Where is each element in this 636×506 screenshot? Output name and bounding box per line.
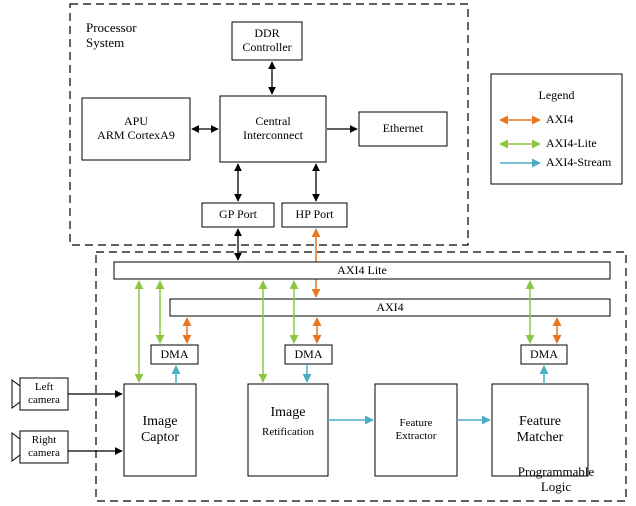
ethernet-box [358, 111, 448, 147]
feature-matcher-box [491, 383, 589, 477]
processor-system-region [69, 3, 469, 246]
right-camera-box [19, 430, 69, 464]
left-camera-box [19, 377, 69, 411]
hp-port-box [281, 202, 348, 228]
axi4-lite-bus-label: AXI4 Lite [337, 262, 387, 277]
hp-port-label: HP Port [295, 207, 334, 222]
dma-label-2: DMA [294, 346, 323, 361]
left-camera-icon [11, 379, 21, 409]
apu-box [81, 97, 191, 161]
programmable-logic-region [95, 251, 627, 502]
image-captor-box [123, 383, 197, 477]
legend-axi4-label: AXI4 [546, 112, 574, 127]
dma-box-3 [520, 344, 568, 365]
image-captor-label: Image Captor [140, 413, 180, 445]
legend-title: Legend [538, 88, 575, 103]
apu-label: APU ARM CortexA9 [97, 114, 175, 142]
legend-box [490, 73, 623, 185]
programmable-logic-title: Programmable Logic [517, 464, 595, 494]
right-camera-icon [11, 432, 21, 462]
gp-port-label: GP Port [219, 207, 257, 222]
ethernet-label: Ethernet [382, 121, 424, 136]
ddr-controller-label: DDR Controller [242, 26, 292, 54]
dma-box-2 [284, 344, 333, 365]
dma-label-1: DMA [160, 346, 189, 361]
feature-extractor-label: Feature Extractor [395, 417, 437, 442]
dma-box-1 [150, 344, 199, 365]
legend-axi4-lite-label: AXI4-Lite [546, 136, 597, 151]
image-rectification-label-bottom: Retification [262, 425, 314, 438]
central-interconnect-box [219, 95, 327, 163]
right-camera-label: Right camera [28, 434, 60, 459]
central-interconnect-label: Central Interconnect [243, 114, 303, 142]
feature-matcher-label: Feature Matcher [516, 413, 564, 445]
feature-extractor-box [374, 383, 458, 477]
ddr-controller-box [231, 21, 303, 61]
gp-port-box [201, 202, 275, 228]
axi4-bus-label: AXI4 [376, 299, 404, 314]
dma-label-3: DMA [529, 346, 558, 361]
axi4-lite-bus [113, 261, 611, 280]
image-rectification-box [247, 383, 329, 477]
legend-axi4-stream-label: AXI4-Stream [546, 155, 612, 170]
image-rectification-label-top: Image [270, 404, 306, 420]
processor-system-title: Processor System [86, 20, 137, 50]
left-camera-label: Left camera [28, 381, 60, 406]
axi4-bus [169, 298, 611, 317]
